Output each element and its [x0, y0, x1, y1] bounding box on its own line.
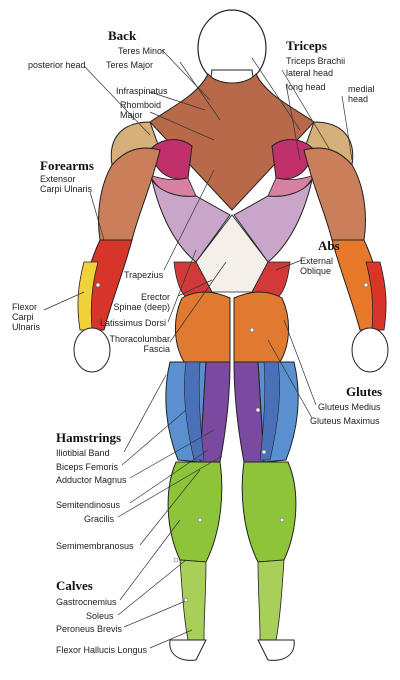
label-erector-spinae: Erector Spinae (deep): [113, 292, 170, 312]
label-gluteus-maximus: Gluteus Maximus: [310, 416, 380, 426]
label-rhomboid-major: Rhomboid Major: [120, 100, 162, 120]
group-back: Back: [108, 28, 137, 43]
label-lateral-head: lateral head: [286, 68, 334, 78]
label-biceps-femoris: Biceps Femoris: [56, 462, 119, 472]
right-triceps-shape: [303, 147, 366, 241]
label-gluteus-medius: Gluteus Medius: [318, 402, 381, 412]
group-hamstrings: Hamstrings: [56, 430, 121, 445]
group-forearms: Forearms: [40, 158, 94, 173]
left-calf: [167, 461, 223, 661]
label-semitendinosus: Semitendinosus: [56, 500, 121, 510]
label-soleus: Soleus: [86, 611, 114, 621]
label-medial-head: medial head: [348, 84, 375, 104]
label-infraspinatus: Infraspinatus: [116, 86, 168, 96]
label-long-head: long head: [286, 82, 326, 92]
label-semimembranosus: Semimembranosus: [56, 541, 134, 551]
trapezius-shape: [149, 73, 315, 211]
label-teres-major: Teres Major: [106, 60, 154, 70]
group-triceps: Triceps: [286, 38, 327, 53]
left-infraspinatus-shape: [149, 139, 193, 180]
label-adductor-magnus: Adductor Magnus: [56, 475, 127, 485]
label-gracilis: Gracilis: [84, 514, 115, 524]
left-hamstrings: [165, 361, 231, 463]
right-gluteus-shape: [233, 291, 290, 363]
label-latissimus-dorsi: Latissimus Dorsi: [100, 318, 167, 328]
label-iliotibial-band: Iliotibial Band: [56, 448, 110, 458]
right-forearm: [331, 239, 389, 373]
group-glutes: Glutes: [346, 384, 383, 399]
left-forearm: [73, 239, 133, 373]
muscle-markers: [95, 282, 369, 603]
label-gastrocnemius: Gastrocnemius: [56, 597, 117, 607]
label-triceps-brachii: Triceps Brachii: [286, 56, 346, 66]
left-gluteus-shape: [174, 291, 231, 363]
label-trapezius: Trapezius: [124, 270, 164, 280]
label-peroneus-brevis: Peroneus Brevis: [56, 624, 123, 634]
right-infraspinatus-shape: [271, 139, 315, 180]
leader-lines: [43, 49, 353, 649]
label-thoracolumbar-fascia: Thoracolumbar Fascia: [109, 334, 170, 354]
label-posterior-head: posterior head: [28, 60, 86, 70]
left-triceps-shape: [98, 147, 161, 241]
right-calf: [241, 461, 297, 661]
group-calves: Calves: [56, 578, 93, 593]
label-flexor-hallucis-longus: Flexor Hallucis Longus: [56, 645, 148, 655]
label-teres-minor: Teres Minor: [118, 46, 166, 56]
label-external-oblique: External Oblique: [300, 256, 334, 276]
group-abs: Abs: [318, 238, 340, 253]
label-flexor-carpi-ulnaris: Flexor Carpi Ulnaris: [12, 302, 41, 332]
right-hamstrings: [233, 361, 299, 463]
label-extensor-carpi-ulnaris: Extensor Carpi Ulnaris: [40, 174, 93, 194]
